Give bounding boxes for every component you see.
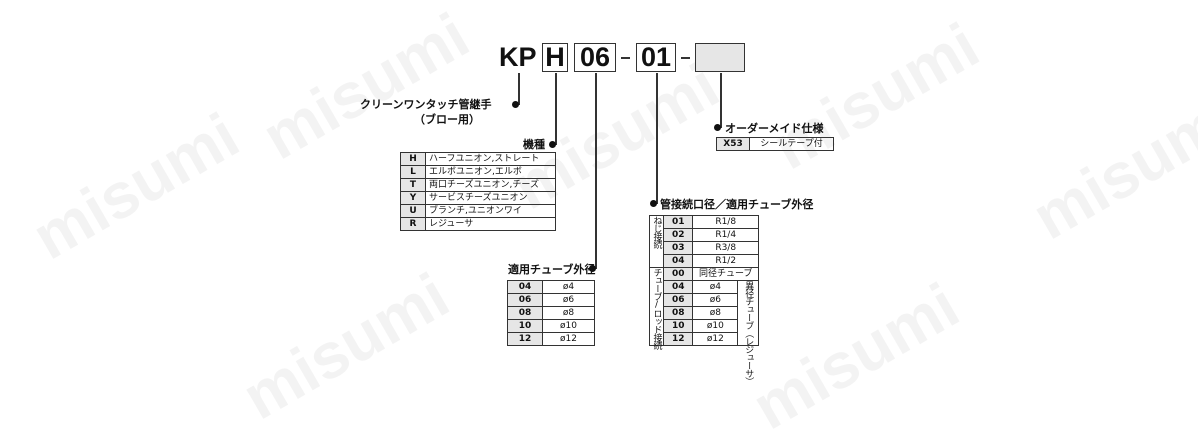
code-prefix: KP [499,42,537,72]
leader-line [518,73,520,105]
watermark: misumi [740,268,971,444]
code-separator [621,57,630,59]
table-row: チューブ/ロッド接続 00 同径チューブ [648,267,759,349]
code-box-port: 01 [636,43,676,72]
leader-dot [714,124,721,131]
watermark: misumi [230,258,461,434]
watermark: misumi [20,98,251,274]
watermark: misumi [1020,78,1198,254]
code-box-option [695,43,745,72]
leader-dot [512,101,519,108]
table-row: ねじ接続 01 R1/8 [648,215,759,268]
watermark: misumi [760,8,991,184]
watermark: misumi [250,0,481,174]
product-name: クリーンワンタッチ管継手 [360,98,492,111]
leader-line [720,73,722,128]
leader-dot [589,265,596,272]
code-separator [681,57,690,59]
leader-dot [549,141,556,148]
reducer-label: 異径チューブ（レジューサ） [737,280,759,385]
thread-group-label: ねじ接続 [648,215,665,268]
tube-od-title: 適用チューブ外径 [508,263,596,276]
made-to-order-title: オーダーメイド仕様 [725,122,824,135]
leader-line [656,73,658,204]
product-subname: （ブロー用） [414,113,480,126]
table-row: 04 ø4 異径チューブ（レジューサ） [650,280,759,385]
leader-dot [650,200,657,207]
tube-group-label: チューブ/ロッド接続 [648,267,665,349]
code-box-body-type: H [542,43,568,72]
code-box-tube-od: 06 [574,43,616,72]
port-title: 管接続口径／適用チューブ外径 [660,198,814,211]
leader-line [595,73,597,269]
body-type-title: 機種 [523,138,545,151]
leader-line [555,73,557,145]
